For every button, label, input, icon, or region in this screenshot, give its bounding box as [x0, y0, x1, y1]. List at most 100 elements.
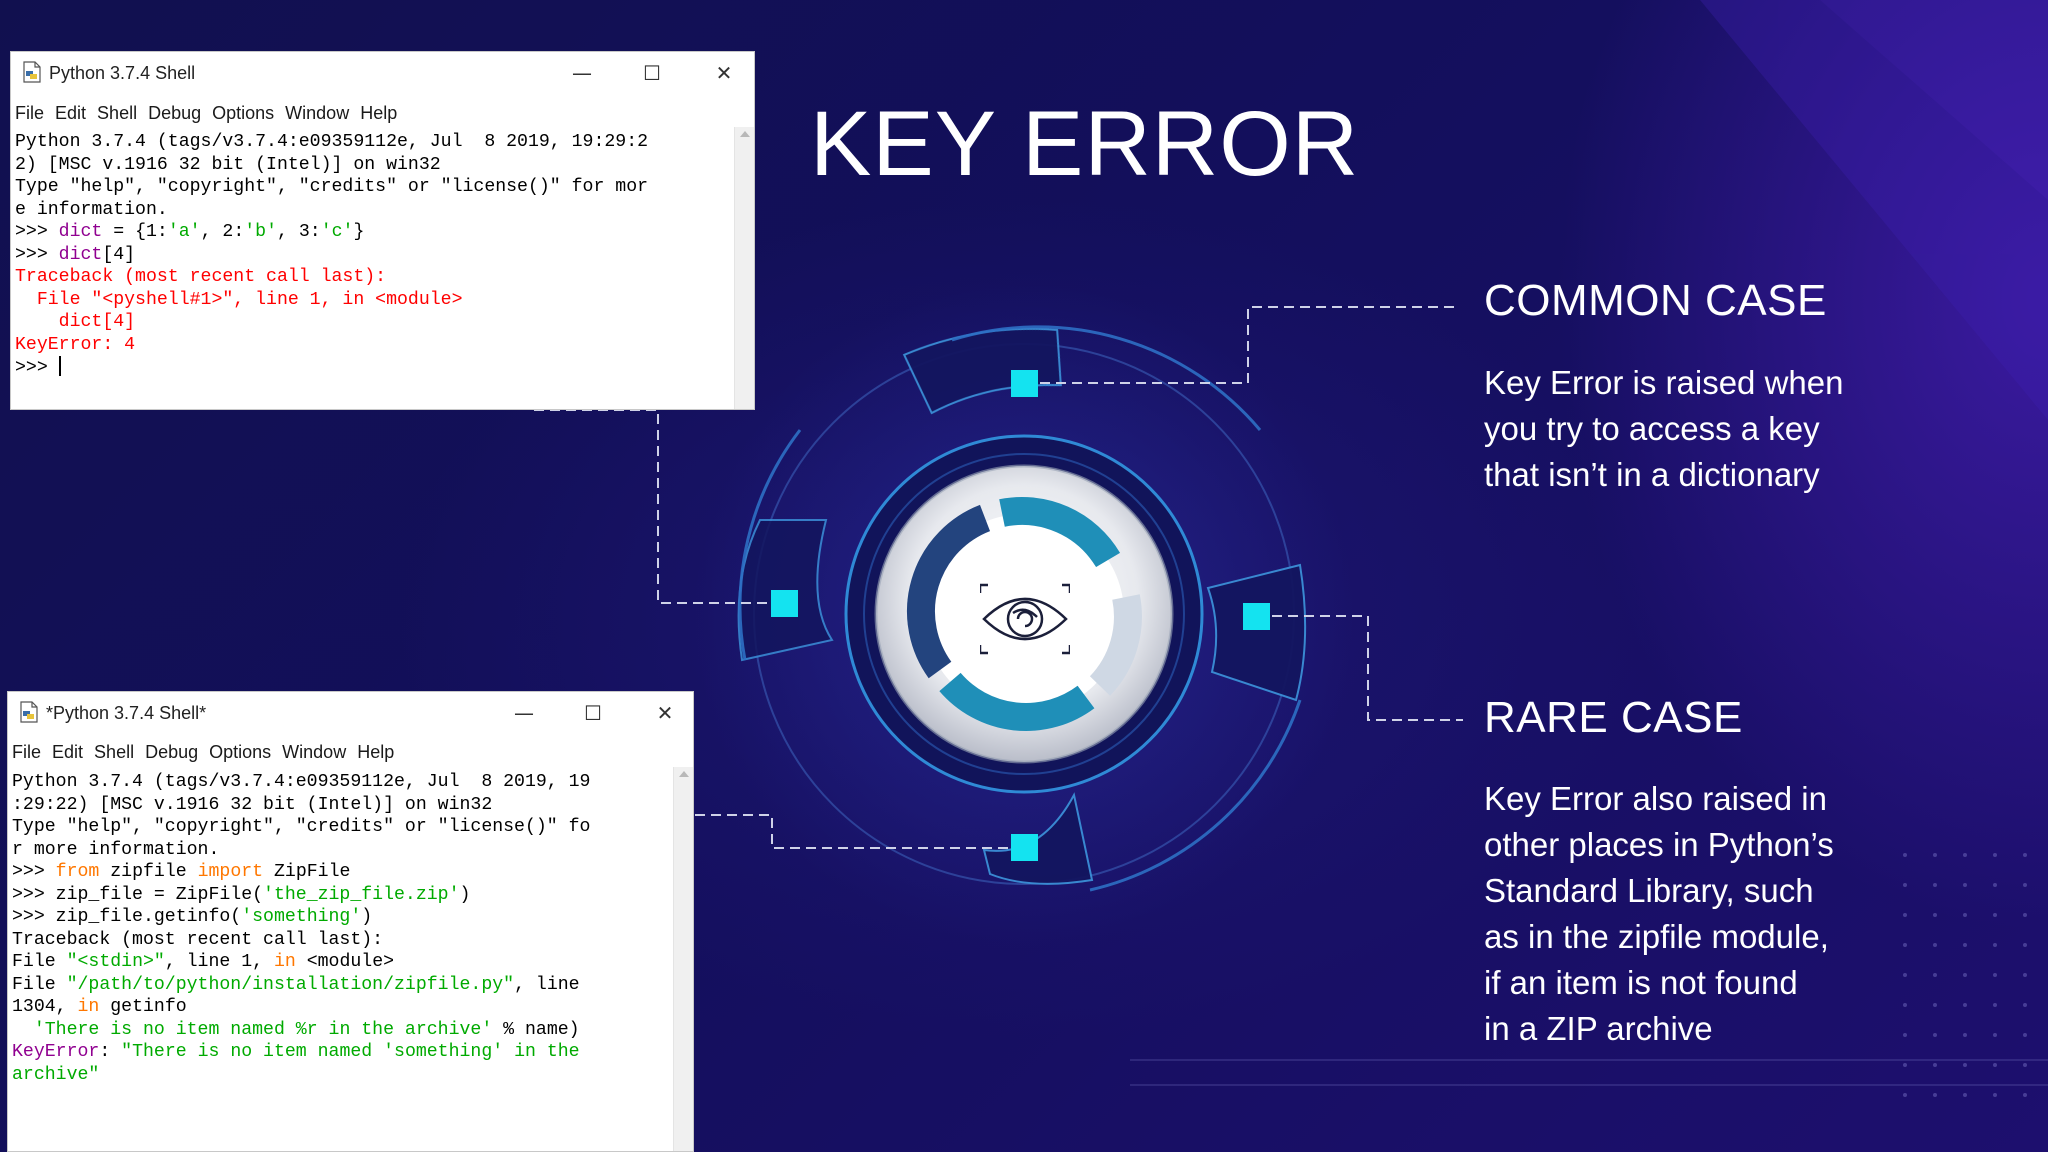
menu-file[interactable]: File: [15, 103, 45, 123]
code-line: archive": [12, 1064, 669, 1087]
rare-case-body: Key Error also raised in other places in…: [1484, 776, 1904, 1052]
code-token: from: [55, 862, 100, 882]
code-token: in: [273, 952, 296, 972]
code-token: :29:22) [MSC v.1916 32 bit (Intel)] on w…: [12, 794, 493, 815]
menu-edit[interactable]: Edit: [52, 742, 84, 762]
menu-debug[interactable]: Debug: [148, 103, 202, 123]
dial-segments: [907, 497, 1142, 731]
code-token: archive": [12, 1064, 100, 1085]
shell-window-1[interactable]: Python 3.7.4 Shell — ☐ ✕ File Edit Shell…: [10, 51, 755, 410]
menu-help[interactable]: Help: [360, 103, 398, 123]
common-case-heading: COMMON CASE: [1484, 276, 1827, 325]
code-line: Python 3.7.4 (tags/v3.7.4:e09359112e, Ju…: [15, 131, 730, 154]
menu-file[interactable]: File: [12, 742, 42, 762]
python-file-icon: [23, 61, 41, 83]
code-line: Traceback (most recent call last):: [15, 266, 730, 289]
code-token: in: [77, 997, 100, 1017]
rare-case-line: Standard Library, such: [1484, 872, 1814, 909]
code-token: dict: [58, 222, 103, 242]
code-line: Python 3.7.4 (tags/v3.7.4:e09359112e, Ju…: [12, 771, 669, 794]
menu-window[interactable]: Window: [285, 103, 350, 123]
maximize-button[interactable]: ☐: [584, 701, 602, 725]
shell-window-2[interactable]: *Python 3.7.4 Shell* — ☐ ✕ File Edit She…: [7, 691, 694, 1152]
code-token: 'b': [244, 222, 278, 242]
code-token: 1304,: [12, 997, 78, 1017]
close-button[interactable]: ✕: [715, 61, 733, 85]
code-line: 'There is no item named %r in the archiv…: [12, 1019, 669, 1042]
menu-debug[interactable]: Debug: [145, 742, 199, 762]
minimize-button[interactable]: —: [514, 701, 534, 725]
code-token: % name): [492, 1019, 580, 1040]
code-line: File "/path/to/python/installation/zipfi…: [12, 974, 669, 997]
code-line: 2) [MSC v.1916 32 bit (Intel)] on win32: [15, 154, 730, 177]
scroll-up-arrow-icon[interactable]: [679, 771, 689, 777]
code-token: dict[4]: [15, 312, 136, 332]
code-token: 2) [MSC v.1916 32 bit (Intel)] on win32: [15, 154, 441, 175]
code-token: r more information.: [12, 839, 220, 860]
code-token: Python 3.7.4 (tags/v3.7.4:e09359112e, Ju…: [12, 772, 591, 792]
menu-edit[interactable]: Edit: [55, 103, 87, 123]
code-line: KeyError: 4: [15, 334, 730, 357]
code-token: ): [459, 884, 471, 905]
code-token: , 2:: [200, 222, 245, 242]
menu-options[interactable]: Options: [212, 103, 275, 123]
code-token: "<stdin>": [66, 952, 165, 972]
code-token: Traceback (most recent call last):: [15, 267, 387, 287]
code-line: File "<pyshell#1>", line 1, in <module>: [15, 289, 730, 312]
rare-case-line: in a ZIP archive: [1484, 1010, 1713, 1047]
common-case-line: Key Error is raised when: [1484, 364, 1844, 401]
menu-shell[interactable]: Shell: [97, 103, 138, 123]
code-line: e information.: [15, 199, 730, 222]
menu-options[interactable]: Options: [209, 742, 272, 762]
code-token: >>>: [15, 222, 59, 242]
code-token: ZipFile: [263, 862, 351, 882]
rare-case-line: if an item is not found: [1484, 964, 1798, 1001]
titlebar[interactable]: *Python 3.7.4 Shell* — ☐ ✕: [8, 692, 693, 734]
minimize-button[interactable]: —: [572, 61, 592, 85]
menubar: File Edit Shell Debug Options Window Hel…: [8, 739, 693, 765]
shell-output[interactable]: Python 3.7.4 (tags/v3.7.4:e09359112e, Ju…: [8, 767, 673, 1151]
menu-shell[interactable]: Shell: [94, 742, 135, 762]
code-token: File: [12, 952, 67, 972]
code-line: Type "help", "copyright", "credits" or "…: [15, 176, 730, 199]
close-button[interactable]: ✕: [656, 701, 674, 725]
bottom-lines: [1130, 1059, 2048, 1086]
code-token: >>>: [15, 358, 59, 378]
code-token: 'the_zip_file.zip': [263, 884, 460, 905]
menubar: File Edit Shell Debug Options Window Hel…: [11, 100, 754, 126]
common-case-line: that isn’t in a dictionary: [1484, 456, 1820, 493]
code-token: 'There is no item named %r in the archiv…: [33, 1019, 493, 1040]
code-token: }: [353, 222, 365, 242]
code-token: import: [197, 862, 264, 882]
code-line: Traceback (most recent call last):: [12, 929, 669, 952]
code-token: >>> zip_file = ZipFile(: [12, 884, 264, 905]
common-case-line: you try to access a key: [1484, 410, 1820, 447]
code-line: >>> zip_file.getinfo('something'): [12, 906, 669, 929]
code-line: File "<stdin>", line 1, in <module>: [12, 951, 669, 974]
code-token: zipfile: [99, 862, 198, 882]
menu-help[interactable]: Help: [357, 742, 395, 762]
titlebar[interactable]: Python 3.7.4 Shell — ☐ ✕: [11, 52, 754, 94]
eye-icon: [980, 583, 1070, 655]
marker-bottom: [1011, 834, 1038, 861]
code-line: dict[4]: [15, 311, 730, 334]
code-line: >>> from zipfile import ZipFile: [12, 861, 669, 884]
rare-case-line: as in the zipfile module,: [1484, 918, 1829, 955]
code-token: >>> zip_file.getinfo(: [12, 907, 242, 927]
code-token: KeyError: 4: [15, 334, 136, 355]
common-case-body: Key Error is raised when you try to acce…: [1484, 360, 1904, 498]
scrollbar[interactable]: [734, 127, 754, 409]
code-token: 'a': [167, 222, 201, 242]
shell-output[interactable]: Python 3.7.4 (tags/v3.7.4:e09359112e, Ju…: [11, 127, 734, 409]
arc-segments: [737, 327, 1307, 885]
maximize-button[interactable]: ☐: [643, 61, 661, 85]
menu-window[interactable]: Window: [282, 742, 347, 762]
scrollbar[interactable]: [673, 767, 693, 1151]
code-token: 'something': [241, 907, 362, 927]
scroll-up-arrow-icon[interactable]: [740, 131, 750, 137]
code-token: <module>: [295, 952, 395, 972]
code-token: [12, 1020, 34, 1040]
code-line: >>> dict = {1:'a', 2:'b', 3:'c'}: [15, 221, 730, 244]
window-title: Python 3.7.4 Shell: [49, 63, 196, 83]
